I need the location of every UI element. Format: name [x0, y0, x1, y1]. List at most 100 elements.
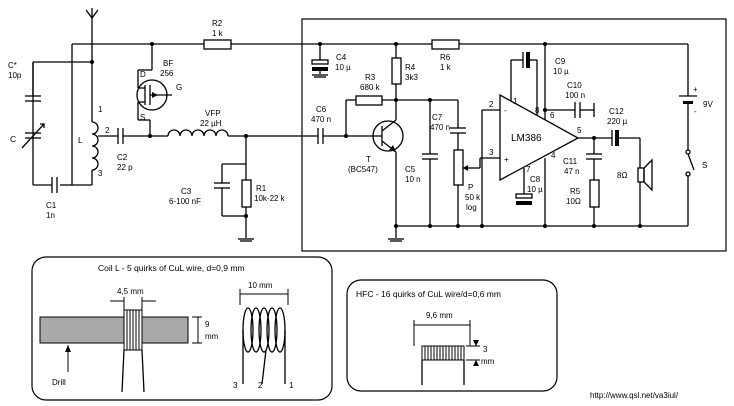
- pot-type: log: [466, 203, 477, 212]
- ic-pin1: 1: [513, 97, 518, 106]
- source-url: http://www.qsl.net/va3iul/: [590, 391, 679, 400]
- battery-label: 9V: [703, 100, 713, 109]
- ic-minus-sign: -: [504, 106, 507, 115]
- c5-label: C5: [405, 165, 416, 174]
- coil-winding-side: [121, 309, 145, 393]
- hfc-height-unit: mm: [481, 357, 495, 366]
- c5-capacitor: [422, 153, 438, 160]
- pot-p: [453, 149, 464, 186]
- coil-l: [91, 121, 99, 185]
- vfp-value: 22 µH: [200, 119, 222, 128]
- c4-label: C4: [336, 53, 347, 62]
- c2-label: C2: [117, 153, 128, 162]
- c12-capacitor: [611, 130, 619, 146]
- switch-label: S: [702, 161, 707, 170]
- hfc-coil: [421, 345, 465, 385]
- r2-value: 1 k: [212, 29, 224, 38]
- r3-label: R3: [365, 73, 376, 82]
- fet-s-label: S: [140, 113, 145, 122]
- r3-value: 680 k: [360, 83, 381, 92]
- hfc-panel: [346, 279, 558, 392]
- c8-capacitor: [515, 193, 533, 205]
- coil-height-unit: mm: [205, 332, 219, 341]
- c10-capacitor: [574, 102, 581, 118]
- ic-pin2: 2: [489, 100, 494, 109]
- vfp-choke: [167, 129, 229, 137]
- c4-capacitor: [311, 59, 329, 71]
- hfc-panel-title: HFC - 16 quirks of CuL wire/d=0,6 mm: [356, 289, 501, 299]
- coil-pin1-bottom: 1: [289, 381, 294, 390]
- r6-value: 1 k: [440, 63, 452, 72]
- coil-width-label: 4,5 mm: [117, 287, 144, 296]
- pot-value: 50 k: [465, 193, 481, 202]
- fet-d-label: D: [140, 70, 146, 79]
- coil-pin3-label: 3: [98, 169, 103, 178]
- c1-label: C1: [46, 201, 57, 210]
- r4-value: 3k3: [405, 73, 418, 82]
- antenna-symbol: [85, 8, 99, 58]
- c12-value: 220 µ: [607, 117, 628, 126]
- ic-pin3: 3: [489, 148, 494, 157]
- r4-label: R4: [405, 63, 416, 72]
- c3-capacitor: [214, 182, 230, 189]
- c7-label: C7: [432, 113, 443, 122]
- speaker-label: 8Ω: [617, 171, 627, 180]
- c9-value: 10 µ: [553, 67, 569, 76]
- transistor-value: (BC547): [348, 165, 378, 174]
- transistor-bc547: [372, 119, 404, 153]
- c8-label: C8: [530, 175, 541, 184]
- c-var-label: C: [10, 134, 16, 144]
- fet-value: 256: [160, 69, 174, 78]
- coil-height-value: 9: [205, 320, 210, 329]
- ic-plus-sign: +: [504, 155, 509, 164]
- coil-pin1-label: 1: [98, 105, 103, 114]
- c11-label: C11: [563, 157, 578, 166]
- r2-resistor: [203, 39, 232, 50]
- c11-capacitor: [586, 153, 602, 160]
- r2-label: R2: [212, 19, 223, 28]
- ic-pin7: 7: [526, 165, 531, 174]
- c8-value: 10 µ: [527, 185, 543, 194]
- c7-value: 470 n: [430, 123, 450, 132]
- c9-label: C9: [555, 57, 566, 66]
- c1-capacitor: [51, 177, 58, 193]
- power-switch: [685, 149, 695, 177]
- c7-capacitor: [450, 127, 466, 134]
- c10-value: 100 n: [565, 91, 585, 100]
- c12-label: C12: [609, 107, 624, 116]
- c-star-label: C*: [8, 61, 17, 70]
- ic-label: LM386: [511, 133, 542, 144]
- c-star-capacitor: [25, 62, 41, 102]
- r5-resistor: [589, 179, 600, 208]
- c1-value: 1n: [46, 211, 55, 220]
- ic-pin5: 5: [577, 126, 582, 135]
- transistor-label: T: [366, 155, 371, 164]
- c6-value: 470 n: [311, 115, 331, 124]
- c6-capacitor: [317, 128, 324, 144]
- fet-g-label: G: [176, 83, 182, 92]
- r1-resistor: [241, 179, 252, 208]
- ground-symbol: [238, 238, 254, 242]
- coil-length-label: 10 mm: [248, 281, 273, 290]
- c6-label: C6: [316, 105, 327, 114]
- drill-rod: [39, 316, 189, 344]
- ic-pin6: 6: [550, 111, 555, 120]
- fet-bf256: [136, 44, 172, 136]
- coil-panel: [31, 256, 333, 401]
- coil-l-label: L: [78, 135, 83, 145]
- pot-label: P: [468, 183, 473, 192]
- c5-value: 10 n: [405, 175, 421, 184]
- r1-label: R1: [256, 184, 267, 193]
- r3-resistor: [355, 95, 383, 106]
- fet-label: BF: [163, 59, 173, 68]
- c4-value: 10 µ: [335, 63, 351, 72]
- r1-value: 10k-22 k: [254, 194, 286, 203]
- r6-label: R6: [440, 53, 451, 62]
- c3-label: C3: [181, 187, 192, 196]
- drill-label: Drill: [52, 378, 66, 387]
- c2-capacitor: [117, 128, 124, 144]
- battery-minus: -: [694, 107, 697, 116]
- c-star-value: 10p: [8, 71, 22, 80]
- battery-9v: [679, 95, 697, 104]
